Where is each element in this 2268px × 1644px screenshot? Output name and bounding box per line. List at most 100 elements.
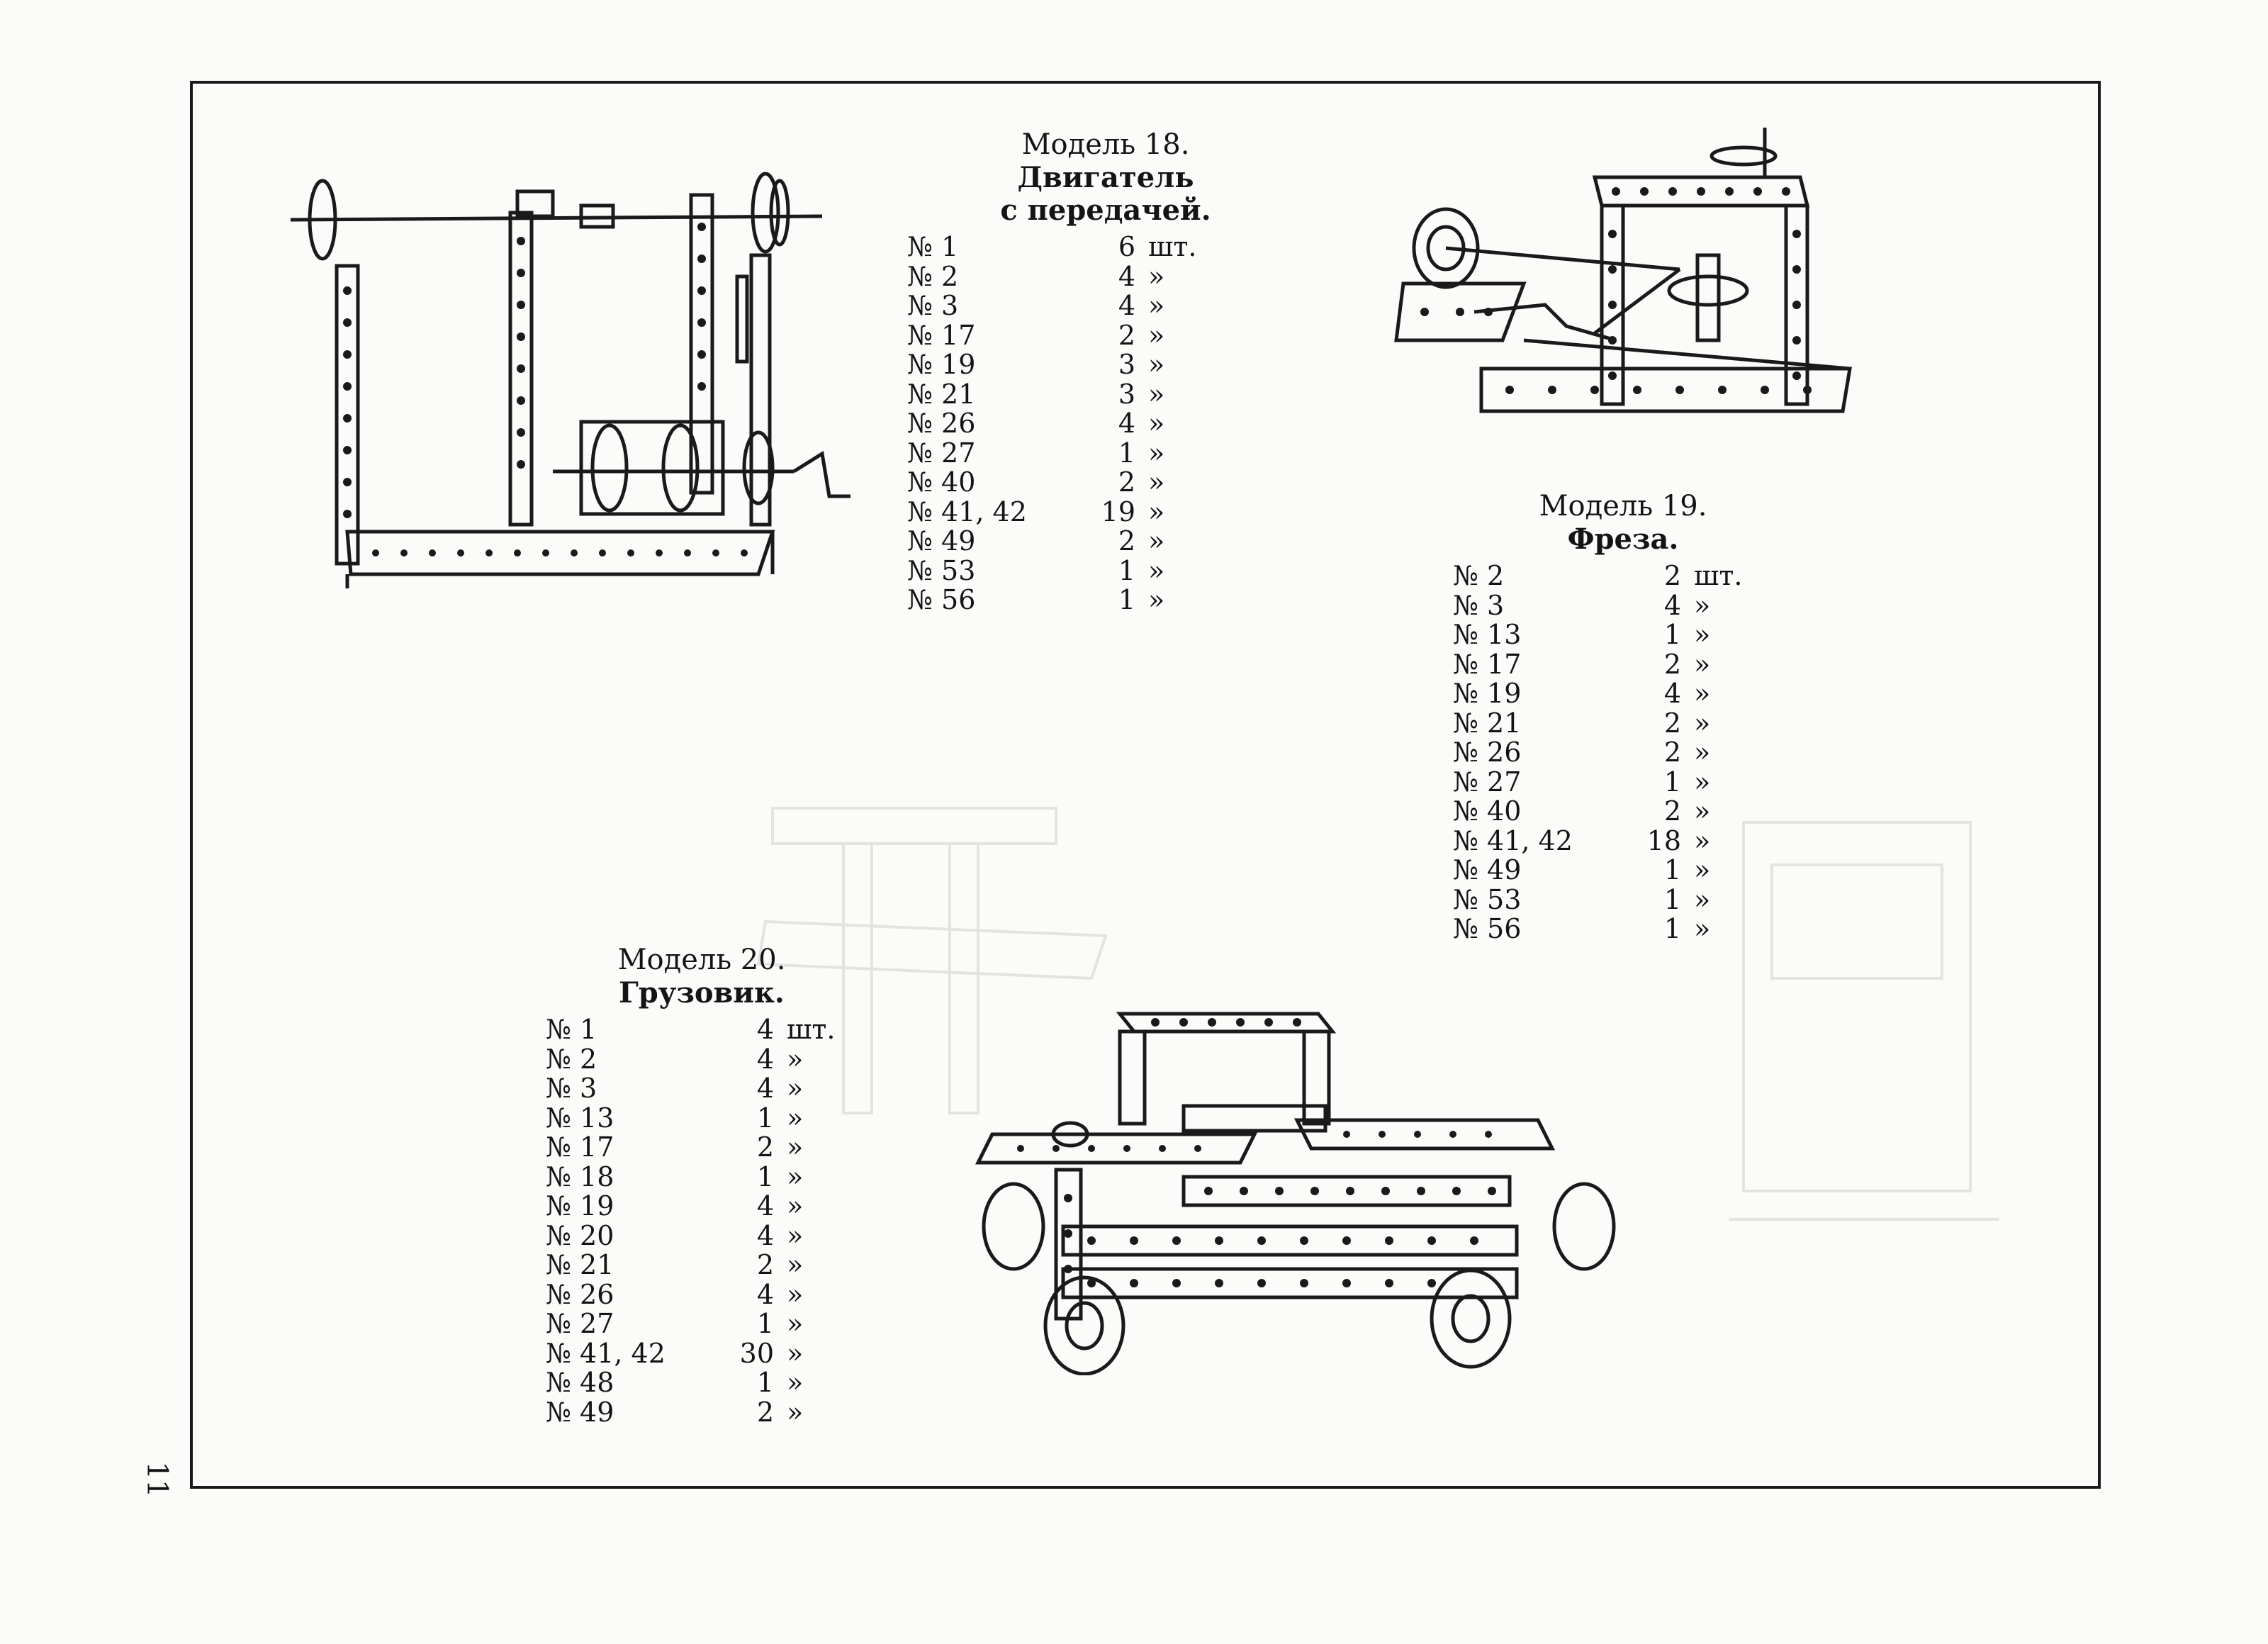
page-frame [190, 81, 2101, 1489]
part-number: № 2 [1453, 560, 1505, 591]
part-quantity: 2 [1118, 466, 1135, 498]
part-unit: » [1694, 913, 1711, 944]
part-quantity: 4 [756, 1014, 774, 1045]
part-quantity: 4 [1118, 290, 1135, 321]
part-unit: » [787, 1278, 804, 1310]
part-number: № 26 [546, 1278, 614, 1310]
part-quantity: 3 [1118, 378, 1135, 410]
show-through-illustration [737, 794, 1162, 1134]
model-subtitle: с передачей. [1000, 194, 1211, 227]
part-unit: » [787, 1249, 804, 1280]
part-quantity: 1 [1663, 854, 1681, 885]
part-unit: » [1694, 766, 1711, 798]
part-number: № 1 [907, 231, 959, 262]
part-quantity: 2 [1118, 525, 1135, 557]
part-unit: » [787, 1367, 804, 1398]
part-quantity: 4 [756, 1043, 774, 1075]
part-unit: » [1148, 349, 1165, 380]
part-number: № 41, 42 [907, 496, 1027, 527]
part-quantity: 2 [1663, 560, 1681, 591]
part-unit: » [787, 1396, 804, 1428]
part-row: № 21 2 » [1453, 707, 1742, 739]
part-row: № 26 4 » [546, 1280, 835, 1310]
part-number: № 17 [907, 319, 976, 351]
model-subtitle: Двигатель [1017, 161, 1194, 194]
part-unit: » [1694, 795, 1711, 827]
part-number: № 41, 42 [546, 1337, 666, 1369]
model-title: Модель 19. [1539, 490, 1707, 522]
part-unit: » [787, 1102, 804, 1134]
part-quantity: 1 [1118, 437, 1135, 469]
part-unit: » [787, 1337, 804, 1369]
part-quantity: 4 [756, 1073, 774, 1104]
part-unit: » [1694, 648, 1711, 680]
page-number: 11 [140, 1461, 174, 1498]
part-number: № 21 [546, 1249, 614, 1280]
part-quantity: 1 [756, 1161, 774, 1192]
model-title: Модель 18. [1021, 128, 1190, 161]
part-unit: » [787, 1190, 804, 1221]
part-row: № 40 2 » [1453, 795, 1742, 827]
part-quantity: 1 [1118, 584, 1135, 615]
part-quantity: 2 [756, 1396, 774, 1428]
part-unit: » [1694, 707, 1711, 739]
part-number: № 3 [907, 290, 959, 321]
part-number: № 53 [1453, 883, 1522, 915]
part-number: № 49 [907, 525, 976, 557]
part-unit: шт. [787, 1014, 836, 1045]
part-number: № 3 [546, 1073, 597, 1104]
part-number: № 13 [1453, 619, 1522, 650]
part-quantity: 2 [1663, 795, 1681, 827]
part-number: № 48 [546, 1367, 614, 1398]
part-row: № 3 4 » [907, 291, 1196, 321]
part-number: № 17 [1453, 648, 1522, 680]
part-unit: » [1148, 525, 1165, 557]
part-quantity: 1 [1663, 766, 1681, 798]
part-number: № 2 [907, 260, 959, 292]
part-number: № 19 [546, 1190, 614, 1221]
part-number: № 20 [546, 1219, 614, 1251]
part-unit: » [1694, 883, 1711, 915]
part-quantity: 2 [756, 1131, 774, 1163]
part-row: № 41, 42 30 » [546, 1337, 835, 1369]
part-number: № 49 [1453, 854, 1522, 885]
part-quantity: 2 [1663, 648, 1681, 680]
part-unit: » [1148, 290, 1165, 321]
part-number: № 40 [1453, 795, 1522, 827]
model-subtitle: Грузовик. [619, 976, 785, 1010]
show-through-illustration [1715, 794, 2013, 1248]
part-unit: » [1148, 437, 1165, 469]
model-18-illustration [284, 149, 850, 603]
part-quantity: 1 [756, 1308, 774, 1339]
part-quantity: 4 [756, 1278, 774, 1310]
part-number: № 21 [1453, 707, 1522, 739]
part-number: № 19 [907, 349, 976, 380]
part-quantity: 30 [739, 1337, 774, 1369]
part-quantity: 2 [1663, 707, 1681, 739]
part-quantity: 2 [1663, 737, 1681, 768]
part-number: № 13 [546, 1102, 614, 1134]
part-row: № 17 2 » [1453, 648, 1742, 680]
part-unit: » [787, 1219, 804, 1251]
part-number: № 56 [1453, 913, 1522, 944]
part-row: № 49 2 » [907, 525, 1196, 557]
part-unit: » [1694, 678, 1711, 709]
